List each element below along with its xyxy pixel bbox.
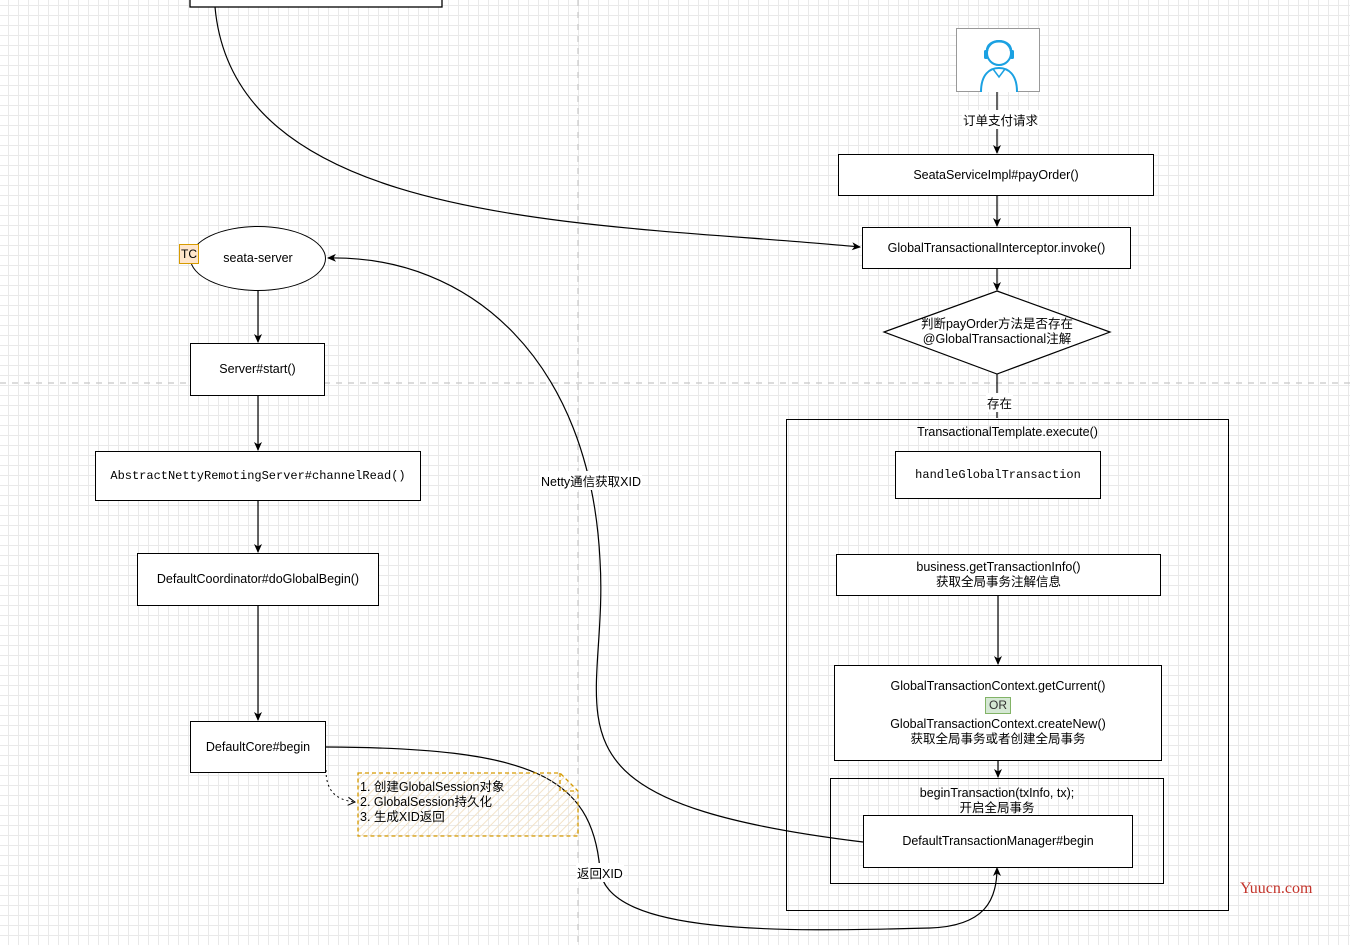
decision-text: 判断payOrder方法是否存在 @GlobalTransactional注解 [887,317,1107,347]
do-global-begin-node[interactable]: DefaultCoordinator#doGlobalBegin() [137,553,379,606]
note-line-3: 3. 生成XID返回 [360,810,445,824]
interceptor-text: GlobalTransactionalInterceptor.invoke() [887,240,1106,255]
tc-badge: TC [179,244,199,264]
edge-core-to-note [325,769,357,806]
get-transaction-info-node[interactable]: business.getTransactionInfo() 获取全局事务注解信息 [836,554,1161,596]
edge-tm-to-seata-server [327,253,864,843]
transaction-manager-begin-node[interactable]: DefaultTransactionManager#begin [863,815,1133,868]
do-global-begin-text: DefaultCoordinator#doGlobalBegin() [156,572,360,586]
user-avatar-icon [956,28,1040,93]
pay-order-node[interactable]: SeataServiceImpl#payOrder() [838,154,1154,196]
decision-line1: 判断payOrder方法是否存在 [920,317,1074,331]
context-line1: GlobalTransactionContext.getCurrent() [890,679,1106,693]
decision-line2: @GlobalTransactional注解 [922,332,1072,346]
server-start-text: Server#start() [219,362,296,376]
context-line4: 获取全局事务或者创建全局事务 [910,732,1086,746]
pay-order-text: SeataServiceImpl#payOrder() [913,167,1079,182]
edge-core-to-begintx [325,746,1001,931]
edge-top-to-interceptor [214,6,861,251]
or-badge: OR [985,697,1011,714]
begin-tx-line2: 开启全局事务 [959,801,1035,815]
core-begin-note: 1. 创建GlobalSession对象 2. GlobalSession持久化… [360,780,505,825]
note-line-2: 2. GlobalSession持久化 [360,795,493,809]
template-title: TransactionalTemplate.execute() [917,425,1098,439]
interceptor-node[interactable]: GlobalTransactionalInterceptor.invoke() [862,227,1131,269]
channel-read-node[interactable]: AbstractNettyRemotingServer#channelRead(… [95,451,421,501]
transactional-template-container[interactable]: TransactionalTemplate.execute() [786,419,1229,911]
channel-read-text: AbstractNettyRemotingServer#channelRead(… [110,468,406,483]
exists-label: 存在 [986,393,1014,412]
netty-communication-label: Netty通信获取XID [540,471,643,490]
watermark-logo: Yuucn.com [1240,880,1313,897]
tm-begin-text: DefaultTransactionManager#begin [902,834,1094,848]
context-line3: GlobalTransactionContext.createNew() [890,717,1106,731]
get-tx-info-line1: business.getTransactionInfo() [916,560,1081,574]
note-fold [559,773,578,792]
handle-global-text: handleGlobalTransaction [915,468,1081,482]
server-start-node[interactable]: Server#start() [190,343,325,396]
top-left-partial-box [189,0,443,8]
note-shape [357,772,579,837]
seata-server-text: seata-server [223,251,293,265]
note-line-1: 1. 创建GlobalSession对象 [360,780,505,794]
core-begin-text: DefaultCore#begin [205,739,311,754]
core-begin-node[interactable]: DefaultCore#begin [190,721,326,773]
get-tx-info-line2: 获取全局事务注解信息 [935,575,1061,589]
begin-tx-line1: beginTransaction(txInfo, tx); [919,786,1075,800]
begin-transaction-container[interactable]: beginTransaction(txInfo, tx); 开启全局事务 [830,778,1164,884]
handle-global-transaction-node[interactable]: handleGlobalTransaction [895,451,1101,499]
seata-server-node[interactable]: seata-server [190,226,326,291]
global-transaction-context-node[interactable]: GlobalTransactionContext.getCurrent() OR… [834,665,1162,761]
user-request-label: 订单支付请求 [962,110,1040,129]
decision-diamond [882,290,1112,375]
return-xid-label: 返回XID [576,863,624,882]
